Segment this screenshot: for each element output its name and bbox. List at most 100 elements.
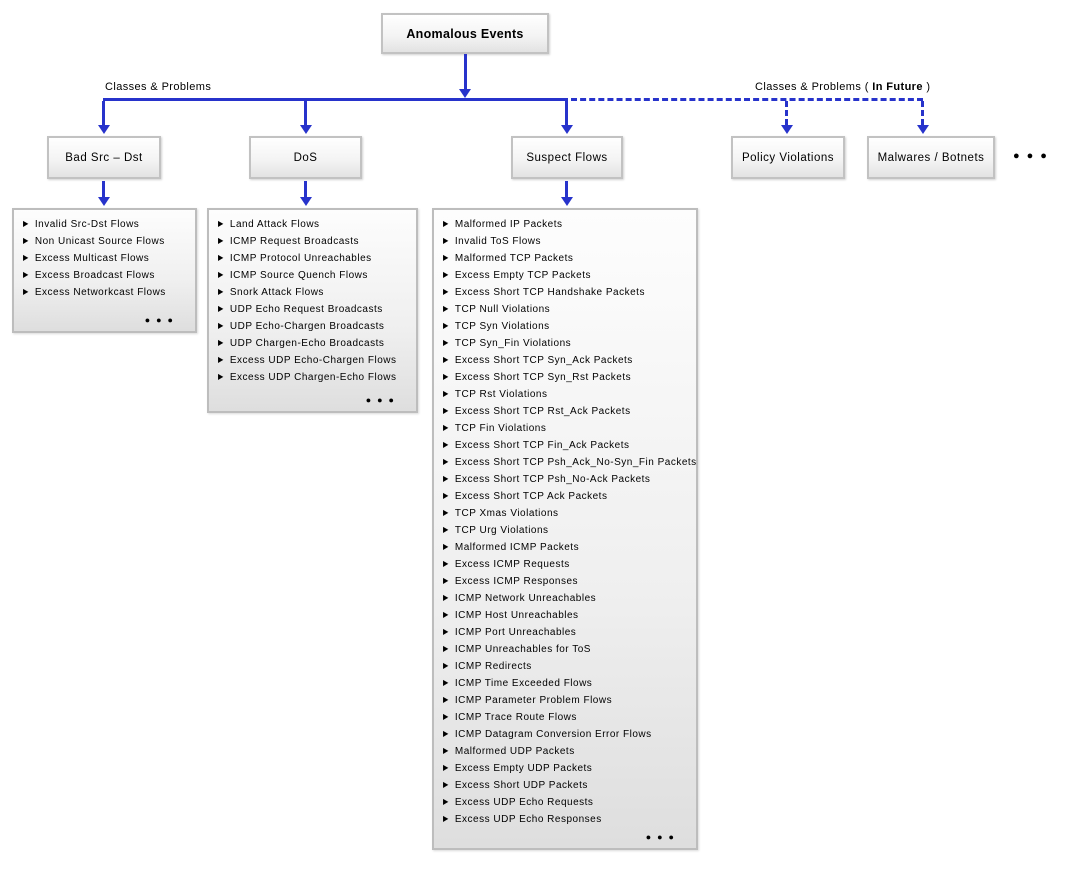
triangle-bullet-icon: ▶ xyxy=(23,288,29,297)
list-item: ▶ICMP Redirects xyxy=(443,658,692,675)
triangle-bullet-icon: ▶ xyxy=(443,611,449,620)
triangle-bullet-icon: ▶ xyxy=(443,662,449,671)
list-item-label: Land Attack Flows xyxy=(229,219,320,230)
triangle-bullet-icon: ▶ xyxy=(218,322,224,331)
triangle-bullet-icon: ▶ xyxy=(23,271,29,280)
list-item-label: Excess UDP Echo Requests xyxy=(454,797,594,808)
leg-suspect-flows xyxy=(565,101,568,125)
list-item-label: TCP Rst Violations xyxy=(454,389,548,400)
list-item: ▶Excess Short TCP Syn_Ack Packets xyxy=(443,352,692,369)
triangle-bullet-icon: ▶ xyxy=(218,271,224,280)
list-item: ▶Invalid Src-Dst Flows xyxy=(23,216,191,233)
triangle-bullet-icon: ▶ xyxy=(443,475,449,484)
triangle-bullet-icon: ▶ xyxy=(443,424,449,433)
list-item-label: UDP Echo Request Broadcasts xyxy=(229,304,383,315)
list-item: ▶UDP Chargen-Echo Broadcasts xyxy=(218,335,412,352)
leg-dos-arrowhead-icon xyxy=(300,125,312,134)
trunk-line-solid xyxy=(103,98,568,101)
root-arrowhead-icon xyxy=(459,89,471,98)
triangle-bullet-icon: ▶ xyxy=(443,628,449,637)
list-item: ▶Excess Short TCP Fin_Ack Packets xyxy=(443,437,692,454)
triangle-bullet-icon: ▶ xyxy=(443,305,449,314)
leg-bad-src-arrowhead-icon xyxy=(98,125,110,134)
list-item: ▶ Malformed TCP Packets xyxy=(443,250,692,267)
leg-malwares-dashed xyxy=(921,101,924,125)
category-label: Malwares / Botnets xyxy=(877,151,985,164)
triangle-bullet-icon: ▶ xyxy=(443,390,449,399)
leg-policy-arrowhead-icon xyxy=(781,125,793,134)
list-item: ▶Land Attack Flows xyxy=(218,216,412,233)
triangle-bullet-icon: ▶ xyxy=(218,373,224,382)
triangle-bullet-icon: ▶ xyxy=(218,288,224,297)
list-item-label: Excess Empty TCP Packets xyxy=(454,270,592,281)
list-item: ▶Excess Short TCP Handshake Packets xyxy=(443,284,692,301)
triangle-bullet-icon: ▶ xyxy=(443,237,449,246)
branch-label-right-suffix: ) xyxy=(926,81,931,93)
list-item-label: Snork Attack Flows xyxy=(229,287,324,298)
list-item: ▶ICMP Parameter Problem Flows xyxy=(443,692,692,709)
triangle-bullet-icon: ▶ xyxy=(443,356,449,365)
list-item-label: ICMP Network Unreachables xyxy=(454,593,597,604)
triangle-bullet-icon: ▶ xyxy=(443,373,449,382)
list-item: ▶ICMP Port Unreachables xyxy=(443,624,692,641)
triangle-bullet-icon: ▶ xyxy=(443,594,449,603)
connector-dos-list xyxy=(304,181,307,198)
list-item: ▶Excess Short TCP Ack Packets xyxy=(443,488,692,505)
list-item: ▶ICMP Datagram Conversion Error Flows xyxy=(443,726,692,743)
list-item-label: ICMP Parameter Problem Flows xyxy=(454,695,613,706)
list-item-label: Malformed IP Packets xyxy=(454,219,563,230)
list-item: ▶ Excess Empty TCP Packets xyxy=(443,267,692,284)
branch-label-classes-problems: Classes & Problems xyxy=(105,81,211,93)
root-node-anomalous-events: Anomalous Events xyxy=(381,13,549,54)
triangle-bullet-icon: ▶ xyxy=(443,560,449,569)
category-label: Suspect Flows xyxy=(526,151,608,164)
list-ellipsis-icon: ●●● xyxy=(144,315,179,325)
list-item: ▶ TCP Rst Violations xyxy=(443,386,692,403)
list-ellipsis-icon: ●●● xyxy=(365,395,400,405)
list-item: ▶ ICMP Host Unreachables xyxy=(443,607,692,624)
list-item: ▶Excess Networkcast Flows xyxy=(23,284,191,301)
list-item: ▶Excess ICMP Requests xyxy=(443,556,692,573)
triangle-bullet-icon: ▶ xyxy=(23,237,29,246)
list-item: ▶ TCP Xmas Violations xyxy=(443,505,692,522)
list-items-bad-src-dst: ▶Invalid Src-Dst Flows ▶ Non Unicast Sourc… xyxy=(23,216,191,301)
triangle-bullet-icon: ▶ xyxy=(443,254,449,263)
list-item-label: TCP Null Violations xyxy=(454,304,551,315)
list-item-label: Non Unicast Source Flows xyxy=(34,236,165,247)
list-item: ▶ TCP Null Violations xyxy=(443,301,692,318)
list-item-label: Malformed TCP Packets xyxy=(454,253,574,264)
list-item-label: UDP Chargen-Echo Broadcasts xyxy=(229,338,385,349)
list-item: ▶UDP Echo-Chargen Broadcasts xyxy=(218,318,412,335)
list-item: ▶UDP Echo Request Broadcasts xyxy=(218,301,412,318)
list-item-label: TCP Fin Violations xyxy=(454,423,547,434)
list-item-label: Excess Short TCP Ack Packets xyxy=(454,491,608,502)
triangle-bullet-icon: ▶ xyxy=(443,271,449,280)
triangle-bullet-icon: ▶ xyxy=(218,237,224,246)
list-item: ▶Excess Multicast Flows xyxy=(23,250,191,267)
root-connector-line xyxy=(464,54,467,90)
triangle-bullet-icon: ▶ xyxy=(443,509,449,518)
list-item: ▶ TCP Fin Violations xyxy=(443,420,692,437)
list-item-label: TCP Xmas Violations xyxy=(454,508,559,519)
triangle-bullet-icon: ▶ xyxy=(443,526,449,535)
list-item-label: ICMP Host Unreachables xyxy=(454,610,579,621)
list-item: ▶Malformed IP Packets xyxy=(443,216,692,233)
list-box-bad-src-dst: ▶Invalid Src-Dst Flows ▶ Non Unicast Sourc… xyxy=(12,208,197,333)
list-item: ▶ICMP Trace Route Flows xyxy=(443,709,692,726)
list-item-label: Excess Multicast Flows xyxy=(34,253,150,264)
triangle-bullet-icon: ▶ xyxy=(443,713,449,722)
triangle-bullet-icon: ▶ xyxy=(443,645,449,654)
list-item: ▶TCP Urg Violations xyxy=(443,522,692,539)
list-item-label: ICMP Request Broadcasts xyxy=(229,236,360,247)
triangle-bullet-icon: ▶ xyxy=(443,764,449,773)
list-ellipsis-icon: ●●● xyxy=(645,832,680,842)
category-node-policy-violations: Policy Violations xyxy=(731,136,845,179)
list-item: ▶ICMP Time Exceeded Flows xyxy=(443,675,692,692)
branch-label-left-text: Classes & Problems xyxy=(105,81,212,93)
list-item-label: TCP Syn Violations xyxy=(454,321,550,332)
list-item: ▶Excess Short UDP Packets xyxy=(443,777,692,794)
category-label: Policy Violations xyxy=(741,151,835,164)
triangle-bullet-icon: ▶ xyxy=(443,577,449,586)
list-item-label: Excess Broadcast Flows xyxy=(34,270,155,281)
triangle-bullet-icon: ▶ xyxy=(218,254,224,263)
